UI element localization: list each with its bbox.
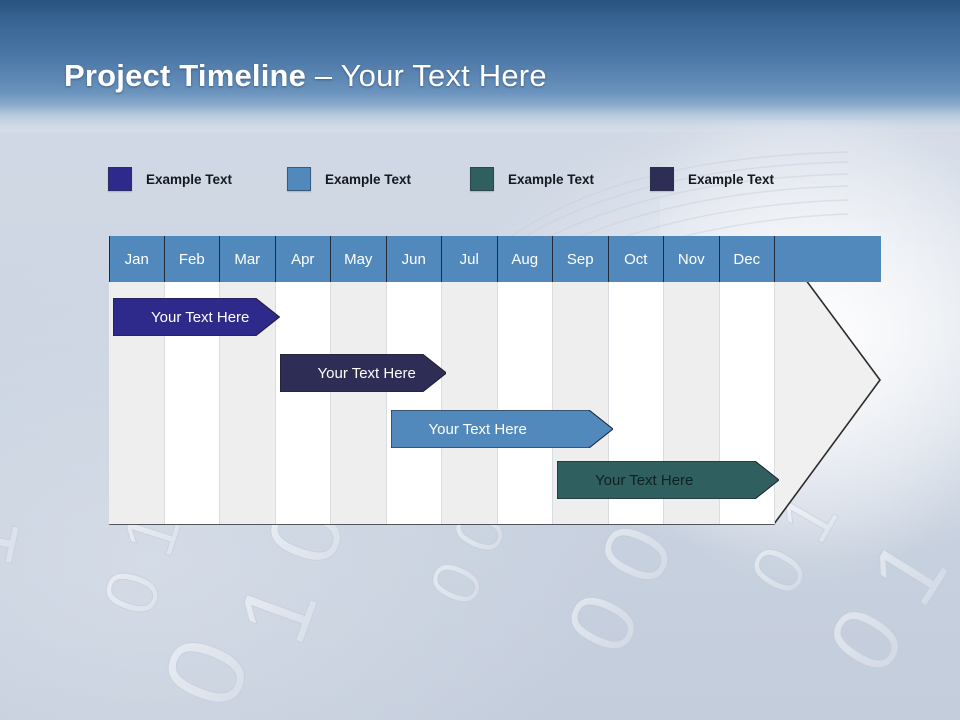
timeline-column-apr (275, 282, 331, 524)
timeline-column-jul (442, 282, 498, 524)
timeline-bar-arrow-shape (390, 410, 613, 448)
timeline-column-may (331, 282, 387, 524)
timeline-column-jun (386, 282, 442, 524)
legend-item-1[interactable]: Example Text (108, 166, 232, 192)
legend-item-4[interactable]: Example Text (650, 166, 774, 192)
timeline-bar-label: Your Text Here (151, 308, 250, 326)
timeline-bar-label: Your Text Here (595, 471, 694, 489)
month-header-aug[interactable]: Aug (497, 236, 553, 282)
timeline-bar-arrow-shape (113, 298, 280, 336)
legend-item-label: Example Text (688, 171, 775, 187)
page-title-light: – Your Text Here (306, 58, 547, 93)
timeline-bar-4[interactable]: Your Text Here (557, 461, 779, 499)
timeline-bar-label: Your Text Here (317, 364, 416, 382)
timeline-bar-1[interactable]: Your Text Here (113, 298, 280, 336)
legend-item-label: Example Text (325, 171, 412, 187)
month-header-jun[interactable]: Jun (386, 236, 442, 282)
timeline-bar-arrow-shape (557, 461, 779, 499)
month-header-jan[interactable]: Jan (109, 236, 165, 282)
month-header-apr[interactable]: Apr (275, 236, 331, 282)
month-header-mar[interactable]: Mar (220, 236, 276, 282)
page-title-strong: Project Timeline (64, 58, 307, 93)
legend-swatch-icon-4 (650, 167, 674, 191)
month-header-feb[interactable]: Feb (164, 236, 220, 282)
timeline-bar-label: Your Text Here (428, 420, 527, 438)
timeline-bar-arrow-shape (279, 354, 446, 392)
legend-swatch-icon-1 (108, 167, 132, 191)
legend-swatch-icon-2 (287, 167, 311, 191)
month-header-may[interactable]: May (331, 236, 387, 282)
month-header-dec[interactable]: Dec (719, 236, 775, 282)
title-band-background (0, 0, 960, 132)
page-title: Project Timeline – Your Text Here (64, 58, 547, 94)
month-header-jul[interactable]: Jul (442, 236, 498, 282)
month-header-sep[interactable]: Sep (553, 236, 609, 282)
background-binary-pattern: 1 1 0 0 1 1 0 0 0 0 0 1 0 0 1 0 1 0 0 1 … (0, 500, 960, 720)
legend-item-3[interactable]: Example Text (470, 166, 594, 192)
month-header-nov[interactable]: Nov (664, 236, 720, 282)
timeline-bar-3[interactable]: Your Text Here (390, 410, 613, 448)
svg-text:1 1 0: 1 1 0 (0, 500, 68, 574)
timeline-bar-2[interactable]: Your Text Here (279, 354, 446, 392)
legend-item-2[interactable]: Example Text (287, 166, 411, 192)
legend-swatch-icon-3 (470, 167, 494, 191)
month-header-oct[interactable]: Oct (608, 236, 664, 282)
month-header-tail (775, 236, 881, 282)
legend-item-label: Example Text (146, 171, 233, 187)
svg-text:0: 0 (138, 621, 275, 720)
legend-item-label: Example Text (508, 171, 595, 187)
timeline-column-aug (497, 282, 553, 524)
legend: Example Text Example Text Example Text Exam… (108, 166, 908, 194)
